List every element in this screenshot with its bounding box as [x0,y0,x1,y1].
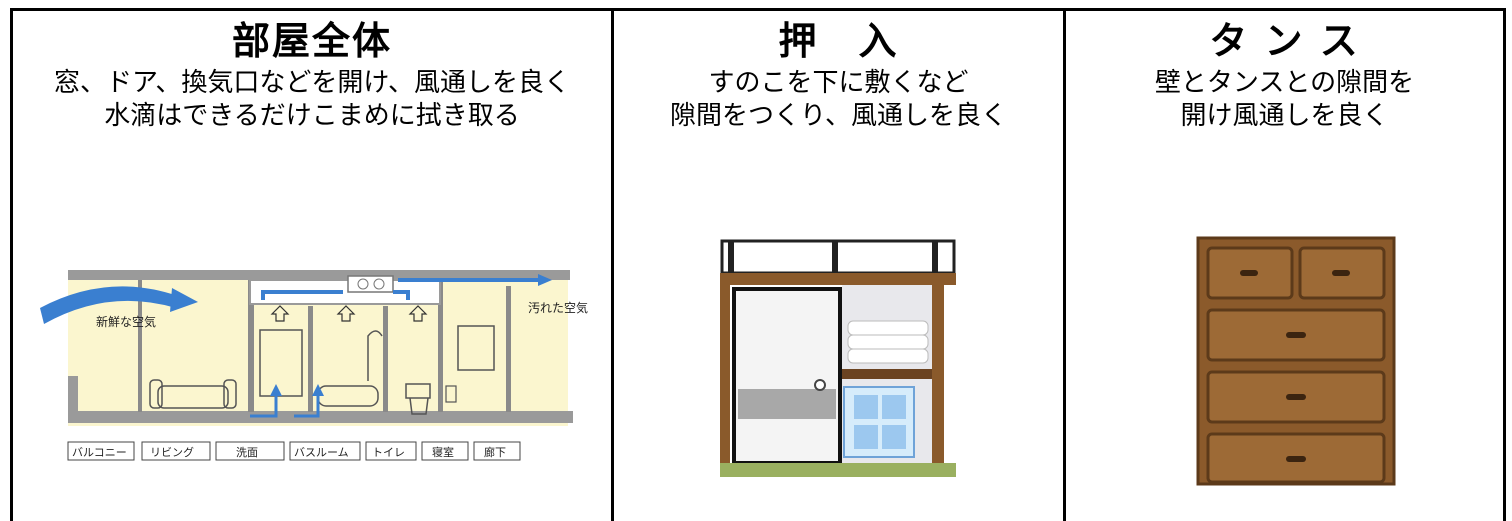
column-title: タ ン ス [1209,19,1360,63]
partition [248,280,254,412]
bedroom-window [457,325,495,371]
balcony-wall [68,376,78,421]
floor-airflow-arrow [294,394,320,418]
storage-drawer [854,425,878,449]
room-label-box [473,441,521,461]
room-label-box [67,441,135,461]
door-band [738,389,836,419]
duct-airflow-arrow [261,290,343,300]
closet-frame-top [720,273,956,285]
fresh-air-label: 新鮮な空気 [96,314,156,329]
room-label-box [141,441,211,461]
room-label-box [289,441,361,461]
column-description: すのこを下に敷くなど 隙間をつくり、風通しを良く [614,67,1063,133]
description-line: 水滴はできるだけこまめに拭き取る [104,101,520,131]
tatami-floor [720,463,956,477]
oshiire-closet-illustration [720,239,956,477]
ventilation-fan [347,275,394,293]
column-description: 壁とタンスとの隙間を 開け風通しを良く [1066,67,1503,133]
room-label: バスルーム [294,446,349,459]
panel-frame [832,241,838,273]
futon [847,334,929,350]
dirty-air-label: 汚れた空気 [528,300,588,315]
lamp-icon [445,385,457,403]
floor [68,411,573,423]
mold-prevention-table: 部屋全体 窓、ドア、換気口などを開け、風通しを良く 水滴はできるだけこまめに拭き… [10,8,1506,521]
up-arrow-icon [336,305,356,322]
toilet-tank [405,383,431,399]
room-label-box [215,441,285,461]
column-description: 窓、ドア、換気口などを開け、風通しを良く 水滴はできるだけこまめに拭き取る [13,67,611,133]
room-label: 廊下 [484,445,506,459]
fan-circle [357,278,369,290]
floor-airflow-arrow-head [312,384,324,396]
partition [138,280,142,412]
panel-frame [728,241,734,273]
storage-drawer [854,395,878,419]
door-handle [814,379,826,391]
dresser-illustration [1196,236,1396,486]
column-closet: 押 入 すのこを下に敷くなど 隙間をつくり、風通しを良く [614,11,1066,521]
description-line: 隙間をつくり、風通しを良く [670,101,1007,131]
description-line: 窓、ドア、換気口などを開け、風通しを良く [53,68,571,98]
room-label: リビング [150,445,194,459]
fresh-air-arrow-head [170,288,198,312]
fresh-air-arrow [40,286,178,324]
sofa-icon [157,385,229,409]
closet-frame-right [932,273,944,463]
floor-airflow-arrow [250,394,278,418]
description-line: 開け風通しを良く [1180,101,1389,131]
sofa-arm [223,379,237,409]
closet-shelf [842,369,932,379]
room-label: 寝室 [432,445,454,459]
toilet-icon [409,397,429,415]
exhaust-arrow-head [538,274,552,286]
shower-icon [367,330,383,381]
column-title: 押 入 [778,19,899,63]
drawer-handle [1240,270,1258,276]
storage-drawer [882,425,906,449]
up-arrow-icon [408,305,428,322]
drawer-handle [1286,332,1306,338]
column-whole-room: 部屋全体 窓、ドア、換気口などを開け、風通しを良く 水滴はできるだけこまめに拭き… [13,11,614,521]
room-label-box [365,441,417,461]
futon [847,320,929,336]
room-label: 洗面 [236,446,258,459]
column-dresser: タ ン ス 壁とタンスとの隙間を 開け風通しを良く [1066,11,1503,521]
sliding-door [732,287,842,465]
drawer-handle [1286,394,1306,400]
room-label: トイレ [372,446,405,459]
ceiling [68,270,570,280]
duct-airflow-arrow [393,290,410,300]
room-label: バルコニー [72,446,127,459]
drawer-handle [1332,270,1350,276]
partition [383,306,388,412]
closet-frame-left [720,273,730,463]
room-label-row: バルコニー リビング 洗面 バスルーム トイレ 寝室 廊下 [67,441,521,461]
room-label-box [421,441,469,461]
column-title: 部屋全体 [231,19,392,63]
up-arrow-icon [270,305,290,322]
partition [308,306,313,412]
partition [438,280,443,412]
house-ventilation-diagram: 新鮮な空気 汚れた空気 バルコニー [40,270,588,461]
panel-frame [932,241,938,273]
floor-airflow-arrow-head [270,384,282,396]
description-line: すのこを下に敷くなど [708,68,969,98]
fan-circle [373,278,385,290]
description-line: 壁とタンスとの隙間を [1154,68,1415,98]
sofa-arm [149,379,163,409]
drawer-handle [1286,456,1306,462]
storage-drawer [882,395,906,419]
partition [506,286,511,412]
futon [847,348,929,364]
